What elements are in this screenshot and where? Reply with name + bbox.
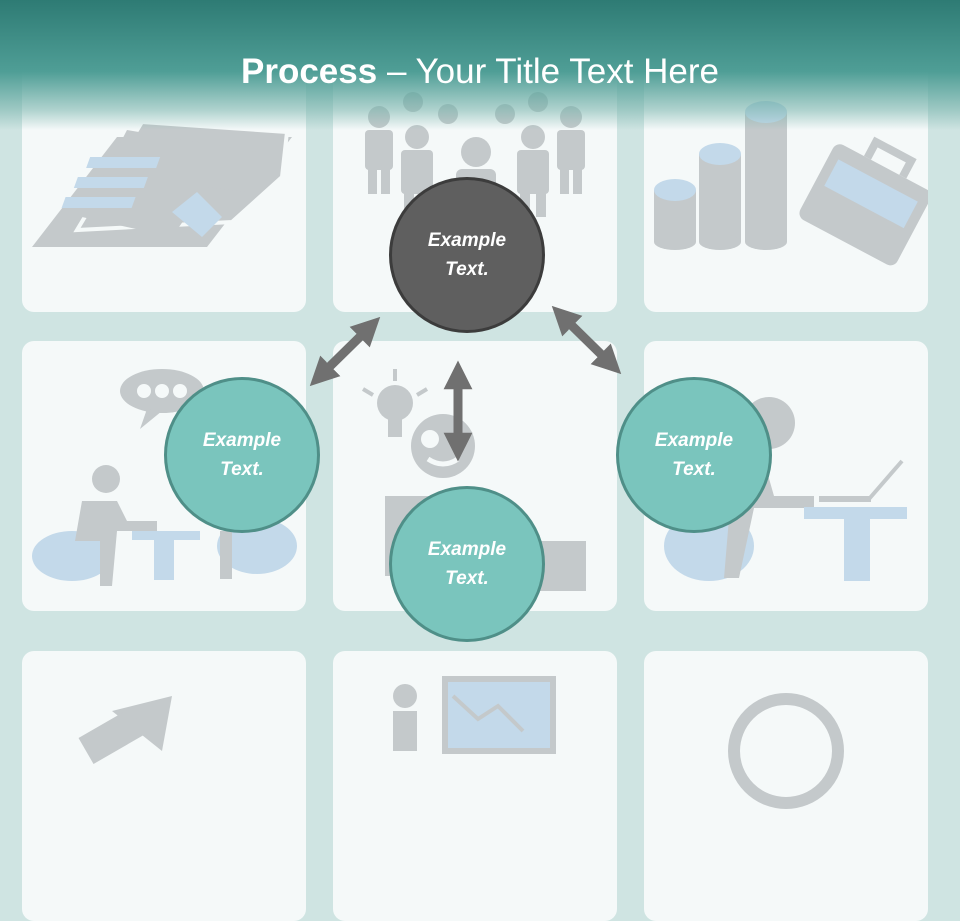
arrow-top-right xyxy=(551,305,622,375)
circle-left: Example Text. xyxy=(164,377,320,533)
title-bar xyxy=(0,0,960,130)
arrow-top-left xyxy=(309,316,381,387)
page-title: Process – Your Title Text Here xyxy=(0,52,960,92)
meeting-speech-icon xyxy=(32,369,297,586)
circle-center: Example Text. xyxy=(389,486,545,642)
process-arrows xyxy=(309,305,622,462)
title-rest: – Your Title Text Here xyxy=(377,52,719,91)
circle-top: Example Text. xyxy=(389,177,545,333)
title-bold: Process xyxy=(241,52,378,91)
document-icon xyxy=(32,119,292,247)
circle-right: Example Text. xyxy=(616,377,772,533)
bar-chart-briefcase-icon xyxy=(654,101,928,266)
